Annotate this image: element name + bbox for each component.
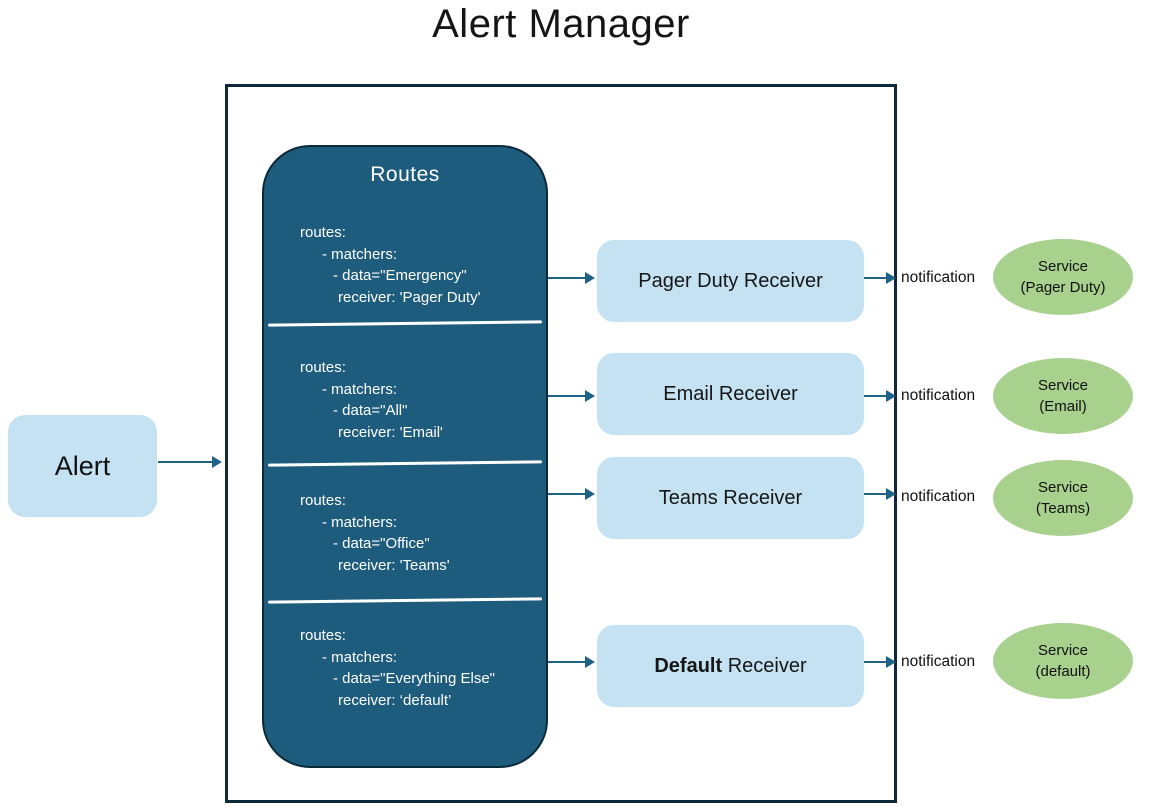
receiver-label: Receiver [722, 654, 807, 677]
notification-label: notification [901, 387, 976, 404]
route-line: routes: [300, 492, 346, 509]
service-label-line1: Service [1037, 377, 1089, 394]
arrow-head-icon [585, 488, 595, 500]
route-line: - data="Emergency" [333, 267, 467, 284]
page-title: Alert Manager [432, 2, 690, 46]
receiver-label-bold: Default [654, 654, 723, 677]
arrow-shaft [864, 493, 886, 495]
arrow-default-to-notification [864, 656, 896, 668]
arrow-head-icon [886, 272, 896, 284]
route-line: receiver: 'Email' [338, 423, 443, 441]
receiver-node-teams: Teams Receiver [597, 457, 864, 539]
service-label-line1: Service [1037, 642, 1089, 659]
arrow-routes-to-email [548, 390, 595, 402]
arrow-routes-to-teams [548, 488, 595, 500]
arrow-shaft [864, 395, 886, 397]
arrow-pagerduty-to-notification [864, 272, 896, 284]
arrow-head-icon [212, 456, 222, 468]
arrow-head-icon [886, 390, 896, 402]
arrow-head-icon [886, 488, 896, 500]
arrow-head-icon [585, 390, 595, 402]
arrow-routes-to-pagerduty [548, 272, 595, 284]
route-separator [267, 460, 543, 467]
route-line: routes: [300, 627, 346, 644]
route-line: receiver: ‘default’ [338, 691, 452, 709]
route-line: - matchers: [322, 245, 398, 263]
route-line: receiver: 'Pager Duty' [338, 288, 481, 306]
arrow-head-icon [886, 656, 896, 668]
notification-label: notification [901, 269, 976, 286]
route-line: routes: [300, 224, 346, 241]
service-node-pagerduty: Service (Pager Duty) [993, 239, 1133, 315]
arrow-teams-to-notification [864, 488, 896, 500]
route-line: - data="Everything Else" [333, 670, 495, 687]
receiver-label: Email Receiver [663, 382, 798, 405]
route-block-pagerduty: routes: - matchers: - data="Emergency" r… [300, 222, 538, 308]
arrow-shaft [548, 493, 585, 495]
arrow-shaft [548, 277, 585, 279]
service-label-line1: Service [1037, 479, 1089, 496]
routes-panel: Routes routes: - matchers: - data="Emerg… [262, 145, 548, 768]
arrow-alert-to-manager [158, 456, 222, 468]
receiver-label: Teams Receiver [658, 486, 803, 509]
service-node-email: Service (Email) [993, 358, 1133, 434]
route-block-teams: routes: - matchers: - data="Office" rece… [300, 490, 538, 576]
receiver-label: Pager Duty Receiver [638, 269, 823, 292]
alert-node: Alert [8, 415, 157, 517]
service-label-line2: (Email) [1039, 398, 1087, 415]
alert-label: Alert [54, 450, 111, 481]
route-block-email: routes: - matchers: - data="All" receive… [300, 357, 538, 443]
service-label-line2: (default) [1035, 663, 1091, 680]
route-line: routes: [300, 359, 346, 376]
alert-manager-frame [225, 84, 897, 803]
service-label-line2: (Pager Duty) [1020, 279, 1106, 296]
service-node-teams: Service (Teams) [993, 460, 1133, 536]
arrow-shaft [548, 661, 585, 663]
arrow-shaft [864, 277, 886, 279]
arrow-shaft [548, 395, 585, 397]
arrow-routes-to-default [548, 656, 595, 668]
route-line: - matchers: [322, 380, 398, 398]
routes-title: Routes [370, 163, 440, 186]
route-line: - matchers: [322, 648, 398, 666]
route-separator [267, 320, 543, 327]
arrow-shaft [158, 461, 212, 463]
notification-label: notification [901, 653, 976, 670]
service-label-line2: (Teams) [1035, 500, 1091, 517]
route-separator [267, 597, 543, 604]
arrow-shaft [864, 661, 886, 663]
route-line: - data="Office" [333, 535, 430, 552]
route-line: - matchers: [322, 513, 398, 531]
service-node-default: Service (default) [993, 623, 1133, 699]
service-label-line1: Service [1037, 258, 1089, 275]
receiver-node-pagerduty: Pager Duty Receiver [597, 240, 864, 322]
notification-label: notification [901, 488, 976, 505]
receiver-node-default: Default Receiver [597, 625, 864, 707]
route-line: receiver: 'Teams' [338, 556, 450, 574]
arrow-head-icon [585, 656, 595, 668]
route-block-default: routes: - matchers: - data="Everything E… [300, 625, 538, 711]
route-line: - data="All" [333, 402, 408, 419]
receiver-node-email: Email Receiver [597, 353, 864, 435]
arrow-email-to-notification [864, 390, 896, 402]
arrow-head-icon [585, 272, 595, 284]
